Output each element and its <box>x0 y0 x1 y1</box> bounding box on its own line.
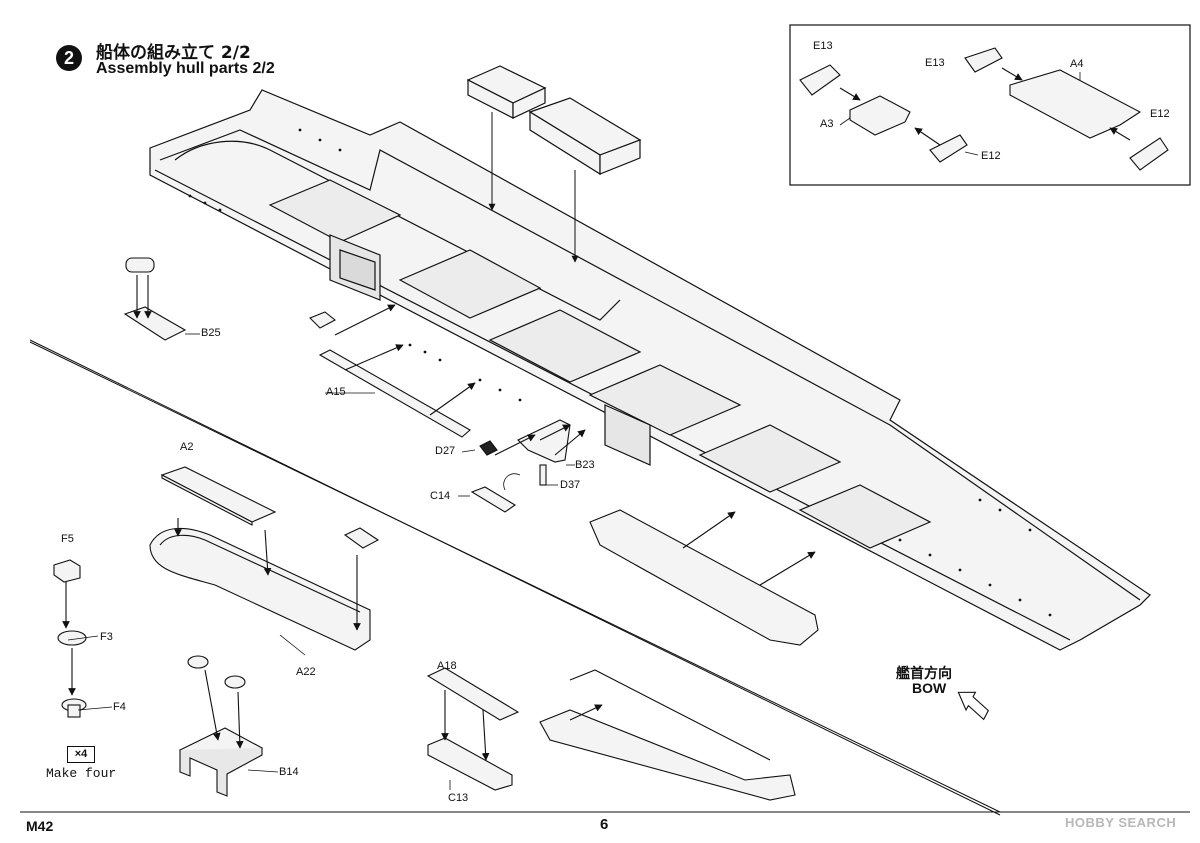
part-f-stack <box>53 559 87 718</box>
page-number: 6 <box>600 816 609 833</box>
step-number-badge: 2 <box>56 45 82 71</box>
part-a22 <box>149 518 380 651</box>
make-four-note: Make four <box>46 766 117 781</box>
label-d27: D27 <box>435 445 456 457</box>
step-title-english: Assembly hull parts 2/2 <box>96 60 275 77</box>
deck-block-large <box>528 97 642 176</box>
hull-side-pieces <box>539 509 819 801</box>
label-a3: A3 <box>820 118 834 130</box>
label-d37: D37 <box>560 479 581 491</box>
label-b23: B23 <box>575 459 595 471</box>
part-b14 <box>178 655 264 797</box>
part-a15 <box>309 304 476 438</box>
label-f3: F3 <box>100 631 113 643</box>
inset-parts <box>799 47 1169 171</box>
small-parts-cluster <box>470 419 586 513</box>
label-a2: A2 <box>180 441 194 453</box>
model-code: M42 <box>26 818 54 834</box>
bow-direction-japanese: 艦首方向 <box>896 666 952 682</box>
label-e12-left: E12 <box>981 150 1001 162</box>
part-a2 <box>160 466 277 526</box>
label-f5: F5 <box>61 533 74 545</box>
step-title-japanese: 船体の組み立て 2/2 <box>96 43 251 63</box>
multiplier-badge: ×4 <box>67 746 95 763</box>
divider-line <box>29 341 1001 813</box>
label-a4: A4 <box>1070 58 1084 70</box>
watermark-text: HOBBY SEARCH <box>1065 815 1177 830</box>
label-e12-right: E12 <box>1150 108 1170 120</box>
inset-box <box>789 24 1191 186</box>
hull <box>149 89 1151 651</box>
label-a15: A15 <box>326 386 346 398</box>
label-b25: B25 <box>201 327 221 339</box>
label-b14: B14 <box>279 766 299 778</box>
label-f4: F4 <box>113 701 126 713</box>
bow-arrow <box>957 691 990 721</box>
label-a18: A18 <box>437 660 457 672</box>
part-b25 <box>123 257 187 341</box>
label-a22: A22 <box>296 666 316 678</box>
label-c13: C13 <box>448 792 469 804</box>
deck-block-small <box>466 65 547 119</box>
label-e13-left: E13 <box>813 40 833 52</box>
label-c14: C14 <box>430 490 451 502</box>
label-e13-right: E13 <box>925 57 945 69</box>
bow-direction-english: BOW <box>912 680 947 696</box>
part-a18 <box>426 667 520 791</box>
